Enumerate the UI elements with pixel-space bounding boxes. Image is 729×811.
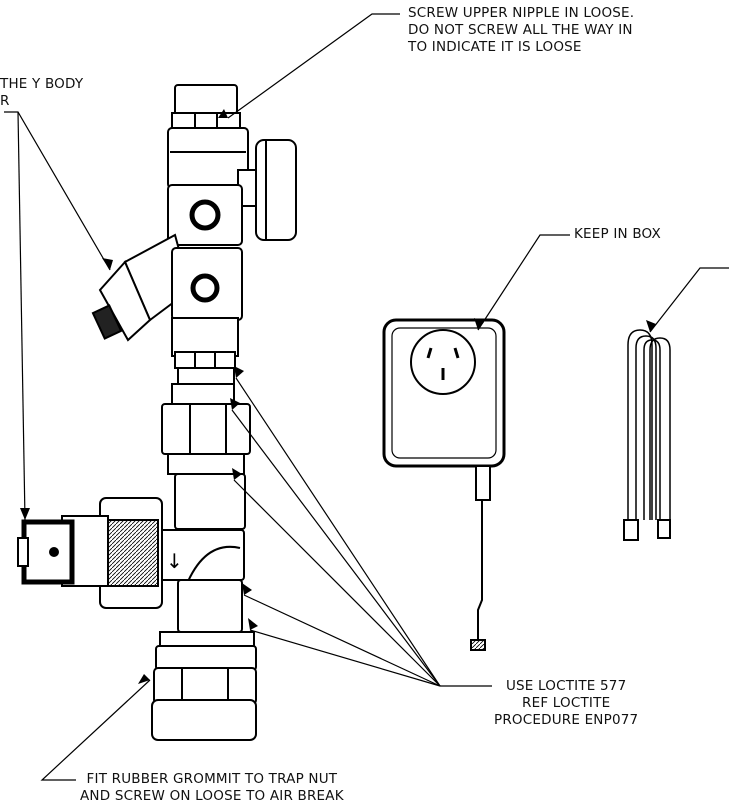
note-upper-nipple-line-1: SCREW UPPER NIPPLE IN LOOSE. bbox=[408, 5, 635, 21]
air-break-base bbox=[151, 699, 257, 741]
solenoid-connector bbox=[21, 519, 75, 585]
port-lower bbox=[190, 273, 220, 303]
leader-grommet bbox=[40, 679, 151, 781]
cable-bundle bbox=[623, 329, 671, 541]
valve-handle bbox=[255, 139, 297, 241]
note-loctite-line-2: REF LOCTITE bbox=[522, 695, 611, 711]
note-grommet-line-1: FIT RUBBER GROMMIT TO TRAP NUT bbox=[86, 771, 338, 787]
power-adapter bbox=[382, 318, 506, 651]
lower-nipple bbox=[177, 367, 235, 385]
port-upper bbox=[189, 199, 221, 231]
note-y-body: THE Y BODY R bbox=[0, 76, 83, 110]
note-keep-in-box: KEEP IN BOX bbox=[574, 226, 661, 243]
leader-nipple bbox=[227, 13, 400, 119]
y-strainer-cap bbox=[98, 260, 152, 342]
note-loctite-line-1: USE LOCTITE 577 bbox=[505, 678, 627, 694]
note-y-body-line-2: R bbox=[0, 93, 10, 109]
cable-terminal-left bbox=[623, 519, 639, 541]
leader-lines bbox=[4, 13, 729, 781]
note-grommet: FIT RUBBER GROMMIT TO TRAP NUT AND SCREW… bbox=[80, 771, 344, 805]
note-upper-nipple: SCREW UPPER NIPPLE IN LOOSE. DO NOT SCRE… bbox=[408, 5, 634, 56]
adapter-plug bbox=[470, 639, 486, 651]
valve-assembly: ↓ bbox=[91, 84, 297, 741]
leader-cables bbox=[649, 267, 729, 333]
arrowheads bbox=[20, 109, 656, 684]
solenoid-coil bbox=[17, 497, 163, 609]
note-y-body-line-1: THE Y BODY bbox=[0, 76, 84, 92]
y-strainer-plug bbox=[91, 304, 123, 340]
leader-box bbox=[477, 234, 570, 331]
lower-neck bbox=[171, 317, 239, 357]
adapter-cable bbox=[477, 500, 483, 640]
note-upper-nipple-line-3: TO INDICATE IT IS LOOSE bbox=[408, 39, 582, 55]
valve-body-upper bbox=[167, 127, 249, 189]
trap-nut bbox=[155, 645, 257, 671]
connector-screw bbox=[49, 547, 59, 557]
note-loctite-line-3: PROCEDURE ENP077 bbox=[494, 712, 639, 728]
note-upper-nipple-line-2: DO NOT SCREW ALL THE WAY IN bbox=[408, 22, 633, 38]
note-loctite: USE LOCTITE 577 REF LOCTITE PROCEDURE EN… bbox=[494, 678, 638, 729]
socket-face bbox=[410, 329, 476, 395]
flow-arrow: ↓ bbox=[166, 549, 183, 573]
lower-nipple-nut bbox=[174, 351, 236, 369]
lower-tee bbox=[177, 579, 243, 633]
note-grommet-line-2: AND SCREW ON LOOSE TO AIR BREAK bbox=[80, 788, 344, 804]
upper-nipple-nut bbox=[171, 112, 241, 130]
air-break bbox=[153, 667, 257, 705]
note-keep-in-box-text: KEEP IN BOX bbox=[574, 226, 661, 242]
tee-body bbox=[174, 473, 246, 530]
adapter-cable-boot bbox=[475, 465, 491, 501]
upper-cap bbox=[174, 84, 238, 116]
union-nut bbox=[161, 403, 251, 455]
cable-terminal-right bbox=[657, 519, 671, 539]
